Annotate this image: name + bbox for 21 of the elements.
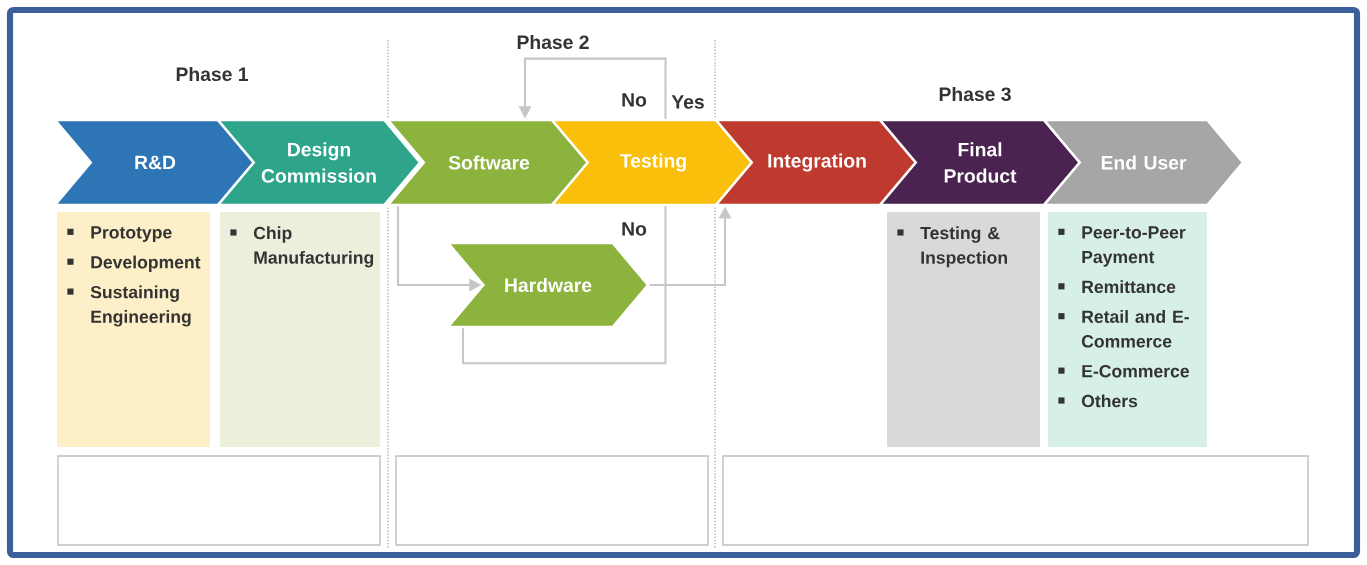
label: Phase 2 xyxy=(517,34,589,50)
label: Yes xyxy=(671,95,704,109)
chevron-step: Integration xyxy=(713,118,920,207)
label: Phase 1 xyxy=(176,66,248,82)
edge-label: No xyxy=(619,91,649,109)
edge-label: No xyxy=(619,220,649,238)
list-panel: Chip Manufacturing xyxy=(220,212,380,447)
chevron-step: Final Product xyxy=(877,118,1082,207)
label: Phase 3 xyxy=(939,86,1011,102)
company-box xyxy=(57,455,381,546)
list-panel: Testing & Inspection xyxy=(887,212,1040,447)
chevron-step: End User xyxy=(1041,118,1245,207)
connector xyxy=(461,206,667,365)
list-panel: Peer-to-Peer Payment Remittance Retail and E-Commerce E-Commerce Others xyxy=(1048,212,1207,447)
chevron-step: Software xyxy=(385,118,592,207)
chevron-step: Design Commission xyxy=(215,118,422,207)
chevron-step: Testing xyxy=(549,118,757,207)
list-panel: Prototype Development Sustaining Engineering xyxy=(57,212,210,447)
company-box xyxy=(395,455,709,546)
chevron-step: Hardware xyxy=(445,241,650,329)
company-box xyxy=(722,455,1309,546)
